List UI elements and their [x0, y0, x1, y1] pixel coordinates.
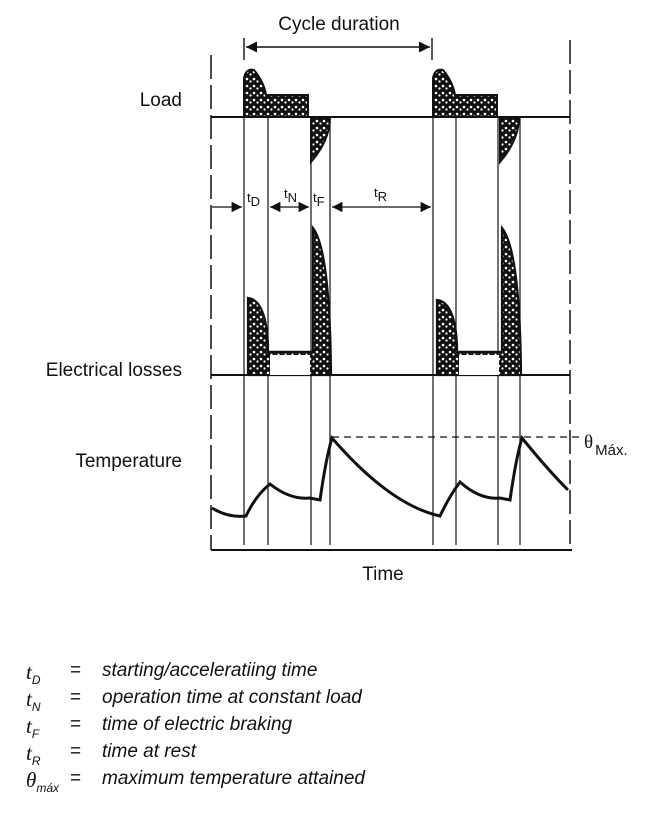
- legend-row-tD: tD = starting/acceleratiing time: [22, 660, 622, 687]
- legend-symbol: tF: [26, 714, 40, 742]
- legend-equals: =: [70, 768, 82, 789]
- legend-equals: =: [70, 714, 82, 735]
- tD-label: tD: [247, 190, 260, 209]
- tR-label: tR: [374, 185, 387, 204]
- cycle-duration-marker: [243, 38, 433, 60]
- guide-lines: [243, 117, 521, 545]
- legend: tD = starting/acceleratiing time tN = op…: [22, 660, 622, 795]
- tN-label: tN: [284, 186, 297, 205]
- legend-symbol: tR: [26, 741, 41, 769]
- legend-equals: =: [70, 741, 82, 762]
- cycle-duration-label: Cycle duration: [278, 14, 399, 35]
- duty-cycle-diagram: Cycle duration tD tN tF tR: [46, 14, 628, 585]
- temperature-curve: [211, 434, 570, 518]
- legend-row-theta: θmáx = maximum temperature attained: [22, 768, 622, 795]
- legend-row-tF: tF = time of electric braking: [22, 714, 622, 741]
- load-label: Load: [140, 90, 182, 111]
- electrical-losses-label: Electrical losses: [46, 360, 182, 381]
- legend-symbol: tD: [26, 660, 41, 688]
- legend-row-tR: tR = time at rest: [22, 741, 622, 768]
- losses-pulse-2: [435, 224, 523, 377]
- legend-symbol: θmáx: [26, 768, 59, 796]
- load-pulse-2: [432, 68, 521, 165]
- legend-description: starting/acceleratiing time: [102, 660, 318, 681]
- legend-row-tN: tN = operation time at constant load: [22, 687, 622, 714]
- frame: [210, 40, 572, 551]
- temperature-label: Temperature: [75, 451, 182, 472]
- legend-description: maximum temperature attained: [102, 768, 365, 789]
- time-label: Time: [362, 564, 404, 585]
- legend-description: time of electric braking: [102, 714, 293, 735]
- legend-equals: =: [70, 660, 82, 681]
- losses-pulse-1: [246, 224, 333, 377]
- legend-equals: =: [70, 687, 82, 708]
- tF-label: tF: [313, 190, 325, 209]
- legend-description: operation time at constant load: [102, 687, 362, 708]
- load-pulse-1: [243, 68, 332, 165]
- legend-description: time at rest: [102, 741, 196, 762]
- legend-symbol: tN: [26, 687, 41, 715]
